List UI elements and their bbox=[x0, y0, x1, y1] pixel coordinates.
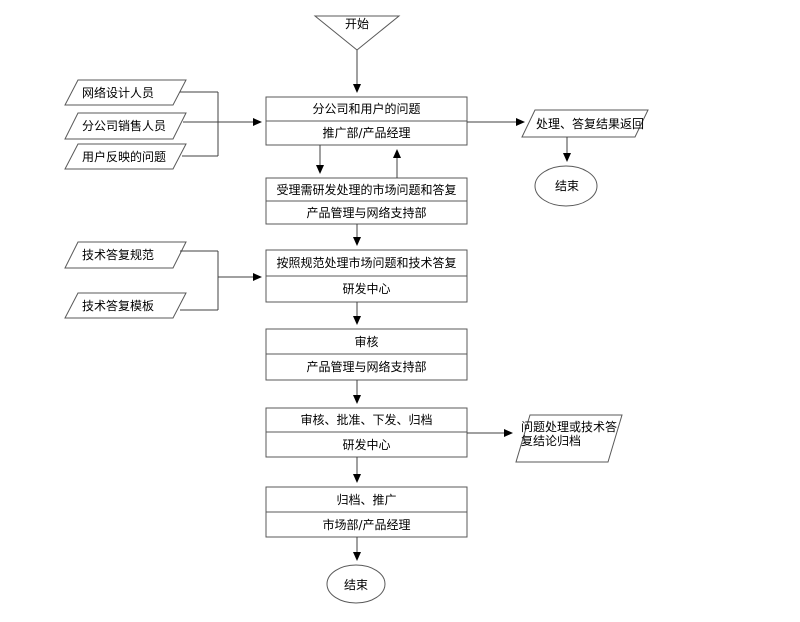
end-right-shape bbox=[534, 165, 598, 207]
input-reply-template-label: 技术答复模板 bbox=[82, 299, 155, 313]
start-triangle bbox=[313, 15, 401, 51]
start-label: 开始 bbox=[344, 17, 369, 31]
process-box-6 bbox=[265, 486, 468, 538]
box6-action-label: 归档、推广 bbox=[336, 493, 397, 507]
input-branch-sales-label: 分公司销售人员 bbox=[82, 119, 167, 133]
input-reply-template-shape bbox=[64, 292, 187, 319]
box5-action-label: 审核、批准、下发、归档 bbox=[300, 413, 433, 427]
process-box-2 bbox=[265, 177, 468, 225]
box4-action-label: 审核 bbox=[354, 335, 379, 349]
box5-owner-label: 研发中心 bbox=[342, 438, 391, 452]
end-bottom-shape bbox=[326, 564, 386, 604]
box2-owner-label: 产品管理与网络支持部 bbox=[306, 206, 427, 220]
box4-owner-label: 产品管理与网络支持部 bbox=[306, 360, 427, 374]
input-user-issues-label: 用户反映的问题 bbox=[82, 150, 167, 164]
output-result-return-shape bbox=[521, 109, 649, 138]
input-reply-spec-shape bbox=[64, 241, 187, 269]
box2-action-label: 受理需研发处理的市场问题和答复 bbox=[276, 183, 457, 197]
box3-action-label: 按照规范处理市场问题和技术答复 bbox=[276, 256, 457, 270]
output-archive-label: 问题处理或技术答复结论归档 bbox=[521, 420, 618, 448]
output-result-return-label: 处理、答复结果返回 bbox=[536, 117, 645, 131]
input-network-designers-label: 网络设计人员 bbox=[82, 86, 155, 100]
box6-owner-label: 市场部/产品经理 bbox=[322, 518, 411, 532]
connectors bbox=[180, 50, 571, 561]
box1-owner-label: 推广部/产品经理 bbox=[322, 126, 411, 140]
input-user-issues-shape bbox=[64, 143, 187, 170]
box3-owner-label: 研发中心 bbox=[342, 282, 391, 296]
process-box-5 bbox=[265, 407, 468, 458]
input-network-designers-shape bbox=[64, 79, 187, 106]
end-right-label: 结束 bbox=[554, 179, 579, 193]
input-reply-spec-label: 技术答复规范 bbox=[82, 248, 155, 262]
box1-action-label: 分公司和用户的问题 bbox=[312, 102, 421, 116]
output-archive-shape bbox=[515, 414, 623, 463]
process-box-3 bbox=[265, 249, 468, 303]
input-branch-sales-shape bbox=[64, 112, 187, 140]
process-box-1 bbox=[265, 96, 468, 146]
end-bottom-label: 结束 bbox=[343, 578, 368, 592]
process-box-4 bbox=[265, 328, 468, 381]
